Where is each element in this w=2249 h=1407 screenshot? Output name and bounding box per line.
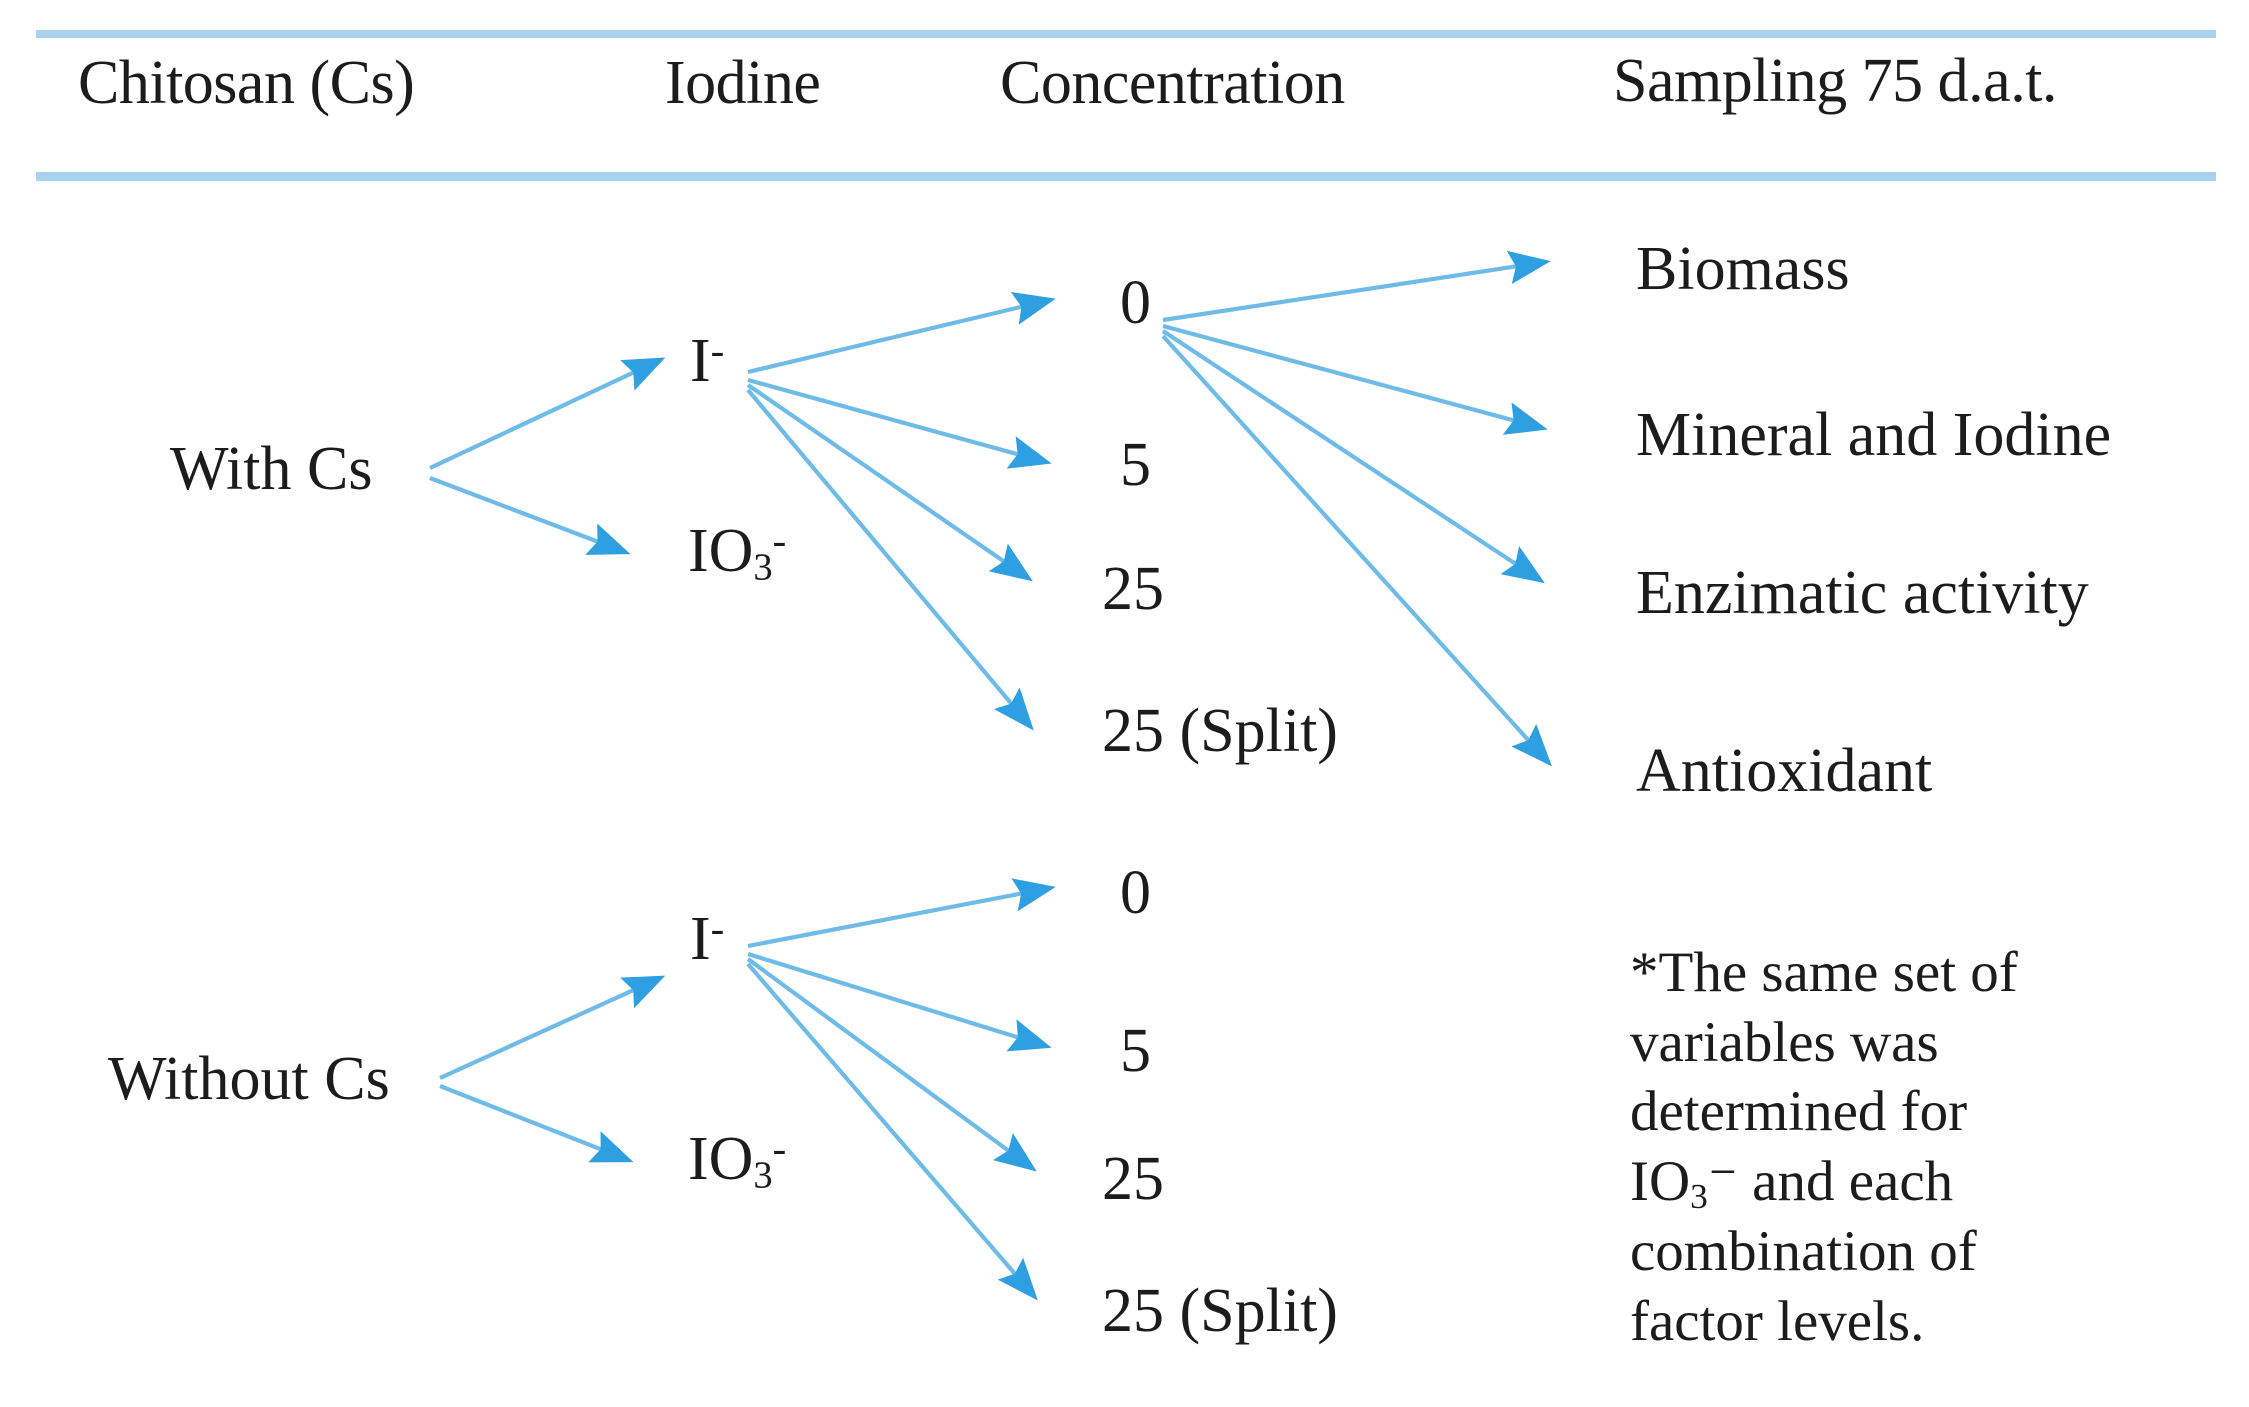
edge-withoutcs-to-iodate — [439, 1084, 634, 1163]
iodate-top-symbol: IO — [688, 517, 754, 585]
node-conc-25split-top: 25 (Split) — [1102, 697, 1338, 765]
node-with-cs: With Cs — [170, 435, 373, 503]
node-conc-25split-bottom: 25 (Split) — [1102, 1277, 1338, 1345]
node-conc-0-top: 0 — [1120, 269, 1151, 337]
node-iodate-top: IO3- — [688, 520, 786, 587]
column-header-chitosan: Chitosan (Cs) — [78, 49, 415, 117]
edge-iodide-to-conc25-top — [746, 383, 1033, 582]
node-outcome-biomass: Biomass — [1636, 235, 1850, 303]
footnote-note: *The same set of variables was determine… — [1630, 938, 2100, 1357]
edge-iodide-to-conc25-bottom — [746, 957, 1037, 1172]
edge-withcs-to-iodate — [429, 476, 631, 555]
footnote-iodate-symbol: IO — [1630, 1149, 1691, 1213]
iodide-bottom-symbol: I — [690, 905, 711, 973]
edge-iodide-to-conc5-top — [747, 377, 1052, 469]
edge-withcs-to-iodide — [429, 357, 666, 470]
footnote-line-4-rest: ⁻ and each — [1707, 1149, 1954, 1213]
edge-iodide-to-conc0-top — [747, 292, 1056, 375]
node-outcome-enzimatic-activity: Enzimatic activity — [1636, 559, 2089, 627]
iodide-bottom-charge: - — [710, 905, 725, 951]
node-conc-5-top: 5 — [1120, 431, 1151, 499]
node-conc-25-bottom: 25 — [1102, 1145, 1164, 1213]
iodate-top-charge: - — [772, 517, 787, 563]
footnote-line-3: determined for — [1630, 1080, 1968, 1144]
node-conc-5-bottom: 5 — [1120, 1017, 1151, 1085]
column-header-iodine: Iodine — [665, 49, 821, 117]
node-outcome-antioxidant: Antioxidant — [1636, 737, 1933, 805]
footnote-line-1: *The same set of — [1630, 941, 2018, 1004]
edge-conc0-to-mineral-iodine — [1162, 323, 1548, 435]
node-iodate-bottom: IO3- — [688, 1128, 786, 1195]
column-header-sampling: Sampling 75 d.a.t. — [1613, 47, 2057, 115]
node-iodide-top: I- — [690, 330, 724, 392]
header-rule-top — [36, 30, 2216, 38]
iodate-top-subscript: 3 — [753, 546, 773, 589]
node-outcome-mineral-iodine: Mineral and Iodine — [1636, 401, 2112, 469]
footnote-line-2: variables was — [1630, 1010, 1939, 1074]
iodate-bottom-subscript: 3 — [753, 1154, 773, 1197]
node-without-cs: Without Cs — [108, 1045, 390, 1113]
edge-conc0-to-biomass — [1162, 250, 1551, 323]
footnote-line-5: combination of — [1630, 1220, 1977, 1284]
footnote-line-6: factor levels. — [1630, 1290, 1925, 1353]
edge-iodide-to-conc25split-top — [746, 388, 1034, 731]
node-conc-25-top: 25 — [1102, 555, 1164, 623]
footnote-iodate-subscript: 3 — [1690, 1176, 1708, 1216]
iodate-bottom-symbol: IO — [688, 1125, 754, 1193]
edge-withoutcs-to-iodide — [439, 975, 666, 1080]
node-iodide-bottom: I- — [690, 908, 724, 970]
edge-iodide-to-conc5-bottom — [747, 951, 1052, 1052]
edge-iodide-to-conc0-bottom — [747, 878, 1056, 949]
edge-conc0-to-enzimatic-activity — [1161, 329, 1545, 584]
node-conc-0-bottom: 0 — [1120, 859, 1151, 927]
iodide-top-symbol: I — [690, 327, 711, 395]
edge-iodide-to-conc25split-bottom — [746, 962, 1038, 1301]
header-rule-bottom — [36, 172, 2216, 181]
iodate-bottom-charge: - — [772, 1125, 787, 1171]
iodide-top-charge: - — [710, 327, 725, 373]
footnote-line-4: IO3⁻ and each — [1630, 1147, 2100, 1218]
column-header-concentration: Concentration — [1000, 49, 1345, 117]
